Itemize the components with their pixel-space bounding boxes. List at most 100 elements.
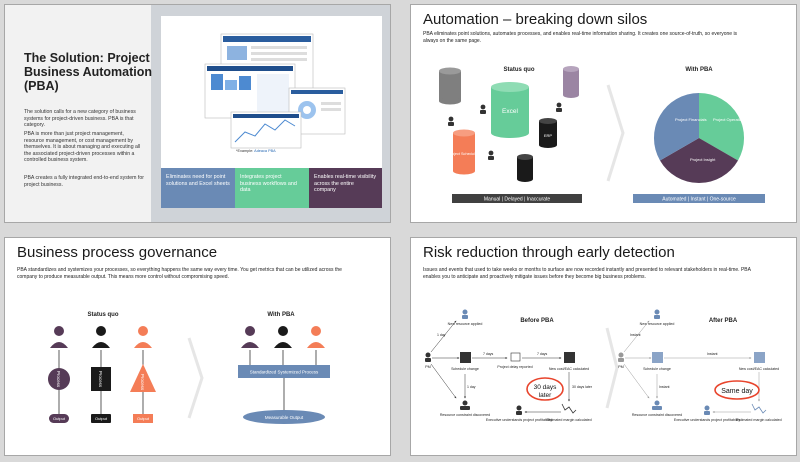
output-box bbox=[91, 414, 111, 423]
executive-label-after: Executive understands project profitabil… bbox=[674, 418, 741, 422]
pie-label-financials: Project Financials bbox=[675, 117, 707, 122]
arrow bbox=[430, 363, 457, 399]
person-icon bbox=[138, 326, 148, 336]
screen-front-line bbox=[234, 119, 296, 143]
with-pba-bar-label: Automated | Instant | One-source bbox=[662, 197, 736, 203]
person-icon bbox=[245, 326, 255, 336]
db-top bbox=[439, 67, 461, 75]
person-icon-body bbox=[274, 342, 292, 348]
excel-database: Excel bbox=[491, 82, 529, 138]
new-resource-label: New resource applied bbox=[448, 322, 483, 326]
slide-automation[interactable]: Automation – breaking down silos PBA eli… bbox=[410, 4, 797, 223]
resource-team-icon bbox=[462, 400, 468, 406]
db-bottom bbox=[517, 176, 533, 182]
process-label: Process bbox=[140, 374, 145, 391]
new-resource-person-icon bbox=[654, 309, 660, 315]
db-body bbox=[439, 71, 461, 101]
schedule-change-label-after: Schedule change bbox=[643, 367, 671, 371]
slide3-diagram: Status quo With PBA Process Output Proce… bbox=[48, 312, 330, 424]
scheduling-label: Project Scheduling bbox=[448, 152, 480, 156]
slide1-title: The Solution: Project Business Automatio… bbox=[24, 51, 153, 93]
resource-constraint-label-after: Resource constraint discovered bbox=[632, 413, 682, 417]
caption-link[interactable]: Adeaca PBA bbox=[254, 149, 276, 153]
slide2-title: Automation – breaking down silos bbox=[423, 11, 648, 28]
gray-database bbox=[439, 67, 461, 105]
person-icon-body bbox=[92, 342, 110, 348]
later-callout: later bbox=[539, 392, 552, 399]
schedule-change-label: Schedule change bbox=[451, 367, 479, 371]
process-label: Process bbox=[98, 371, 103, 388]
slide1-benefit-box-2: Integrates project business workflows an… bbox=[235, 168, 309, 208]
output-label: Output bbox=[53, 416, 66, 421]
db-body bbox=[539, 121, 557, 145]
slide3-description: PBA standardizes and systemizes your pro… bbox=[17, 267, 342, 280]
slide-risk-reduction[interactable]: Risk reduction through early detection I… bbox=[410, 237, 797, 456]
new-resource-icon-body bbox=[462, 315, 468, 319]
instant-label: Instant bbox=[630, 333, 641, 337]
executive-person-icon bbox=[516, 405, 522, 411]
db-top bbox=[563, 66, 579, 72]
schedule-calendar-icon bbox=[460, 352, 471, 363]
slide2-with-pba-label: With PBA bbox=[685, 67, 713, 73]
seven-days-label-2: 7 days bbox=[537, 352, 548, 356]
screen-right-row bbox=[321, 102, 341, 105]
person-icon-body bbox=[448, 122, 454, 126]
pie-slice-insight bbox=[660, 138, 738, 184]
db-bottom bbox=[453, 167, 475, 175]
process-triangle bbox=[130, 364, 156, 392]
executive-icon-body bbox=[516, 411, 522, 415]
pm-person-icon bbox=[425, 352, 431, 358]
person-icon bbox=[54, 326, 64, 336]
db-top bbox=[453, 129, 475, 137]
pie-label-insight: Project Insight bbox=[690, 157, 716, 162]
process-column-2: Process Output bbox=[91, 326, 111, 423]
db-bottom bbox=[539, 142, 557, 148]
slide2-status-quo-label: Status quo bbox=[504, 67, 535, 73]
separator-chevron bbox=[187, 337, 204, 419]
slide2-diagram: Status quo With PBA Excel bbox=[439, 66, 765, 203]
resource-team-icon-body bbox=[460, 406, 470, 410]
slide3-title: Business process governance bbox=[17, 244, 218, 261]
new-resource-person-icon bbox=[462, 309, 468, 315]
project-delay-label: Project delay reported bbox=[497, 365, 532, 369]
screen-right-row bbox=[321, 108, 341, 111]
db-top bbox=[539, 118, 557, 124]
output-box bbox=[133, 414, 153, 423]
pm-person-icon-body bbox=[425, 358, 431, 362]
slide-solution-pba[interactable]: The Solution: Project Business Automatio… bbox=[4, 4, 391, 223]
slide-governance[interactable]: Business process governance PBA standard… bbox=[4, 237, 391, 456]
slide1-screenshot-card bbox=[161, 16, 382, 169]
instant-label-2: Instant bbox=[707, 352, 718, 356]
screen-right-donut-hole bbox=[303, 106, 311, 114]
process-label: Process bbox=[56, 371, 61, 388]
caption-prefix: *Example: bbox=[236, 149, 255, 153]
measurable-output-ellipse bbox=[243, 410, 325, 424]
with-pba-bar bbox=[633, 194, 765, 203]
after-pba-flow: After PBA PM Instant New resource applie… bbox=[618, 309, 782, 422]
separator-chevron bbox=[606, 84, 625, 182]
executive-icon-body bbox=[704, 411, 710, 415]
pm-person-icon-body bbox=[618, 358, 624, 362]
person-icon-body bbox=[556, 108, 562, 112]
slide4-diagram: Before PBA PM 1 day New resource applied… bbox=[425, 309, 782, 422]
same-day-callout: Same day bbox=[721, 388, 753, 395]
db-body bbox=[563, 69, 579, 95]
screen-front-header bbox=[233, 114, 299, 118]
person-icon-body bbox=[50, 342, 68, 348]
scheduling-database: Project Scheduling bbox=[448, 129, 480, 175]
standardized-process-box bbox=[238, 365, 330, 378]
screen-back-row bbox=[251, 58, 307, 61]
product-screenshots-illustration bbox=[204, 33, 346, 149]
slide2-description: PBA eliminates point solutions, automate… bbox=[423, 31, 738, 44]
process-square bbox=[91, 367, 111, 391]
person-icon bbox=[488, 150, 494, 156]
schedule-calendar-icon bbox=[652, 352, 663, 363]
db-bottom bbox=[439, 97, 461, 105]
output-label: Output bbox=[95, 416, 108, 421]
output-pill bbox=[49, 414, 69, 423]
slide3-with-pba-label: With PBA bbox=[267, 312, 295, 318]
screen-mid-bar bbox=[211, 74, 223, 90]
thirty-days-callout: 30 days bbox=[534, 384, 558, 391]
people-icons bbox=[448, 102, 562, 160]
